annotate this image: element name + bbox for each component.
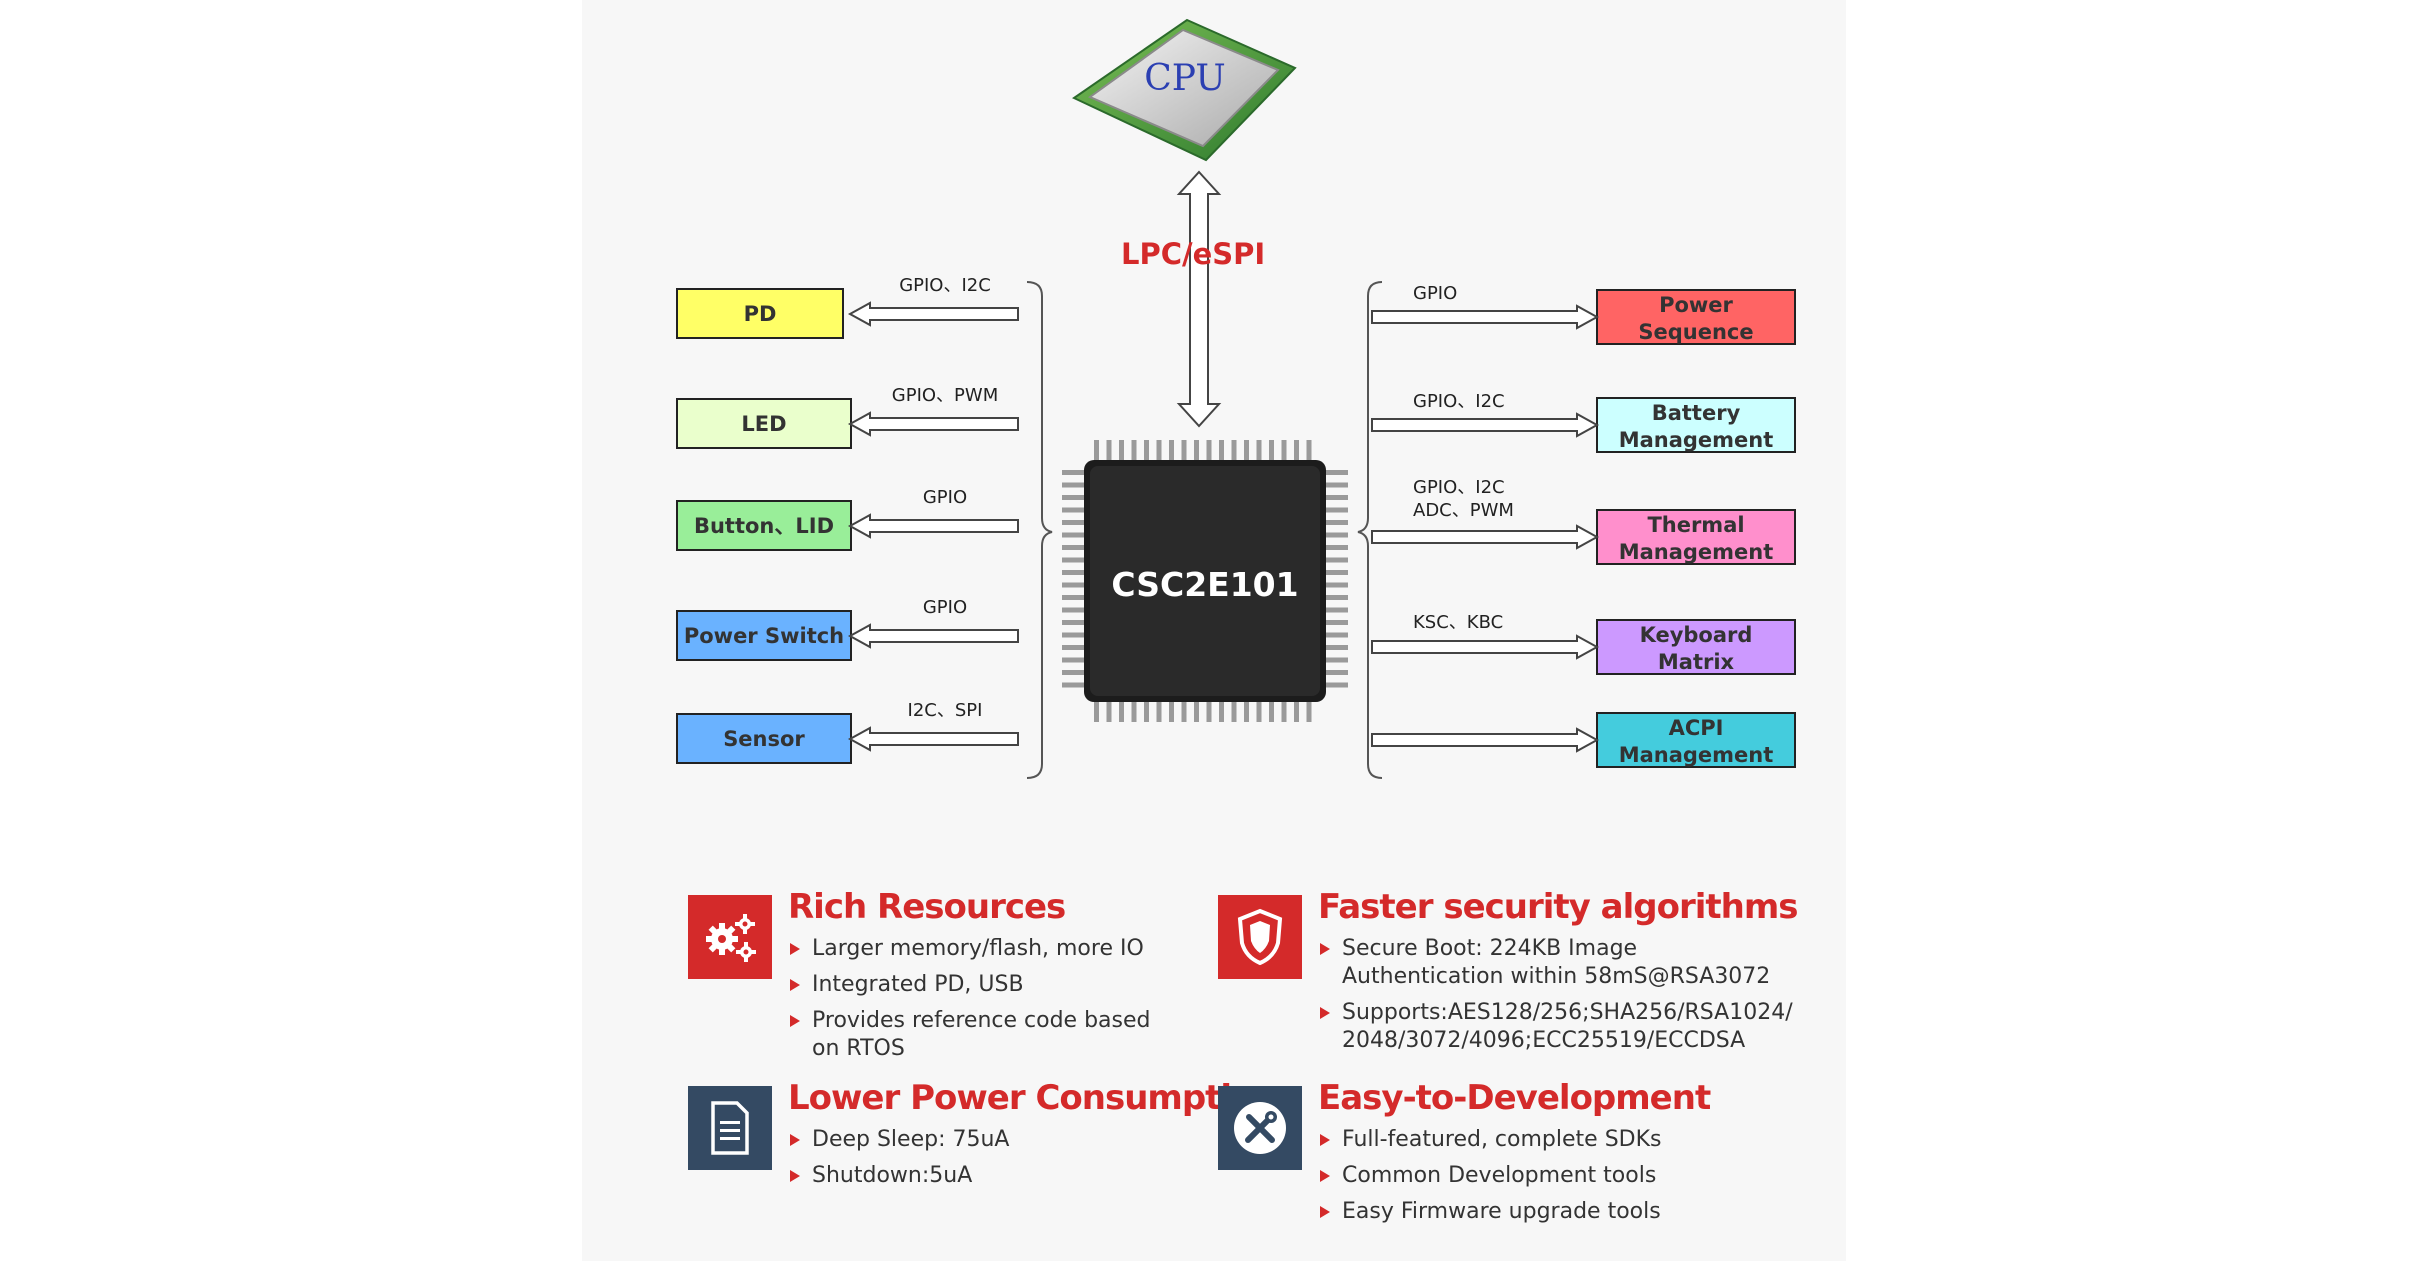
left-block-1: PD GPIO、I2C xyxy=(676,275,1019,339)
block-label: Sensor xyxy=(723,727,805,751)
block-label: Thermal xyxy=(1647,513,1744,537)
interface-label: GPIO、I2C xyxy=(1413,391,1505,412)
tools-icon xyxy=(1218,1086,1302,1170)
interface-arrow xyxy=(847,726,1019,752)
interface-arrow xyxy=(847,513,1019,539)
interface-label: GPIO xyxy=(923,597,967,618)
gears-icon xyxy=(688,895,772,979)
list-item: Integrated PD, USB xyxy=(788,971,1258,999)
block-diagram: CPU LPC/eSPI CSC2E101 PD GPIO、I2C LED GPIO、… xyxy=(676,18,1796,779)
block-label: Button、LID xyxy=(694,514,834,538)
interface-label: GPIO xyxy=(1413,283,1457,304)
interface-label: GPIO、PWM xyxy=(892,385,998,406)
right-bracket xyxy=(1357,281,1383,779)
interface-label: ADC、PWM xyxy=(1413,500,1514,521)
interface-arrow xyxy=(1371,727,1600,753)
block-label: ACPI xyxy=(1669,716,1724,740)
interface-label: GPIO、I2C xyxy=(899,275,991,296)
bus-label: LPC/eSPI xyxy=(1121,237,1265,271)
list-item: Deep Sleep: 75uA xyxy=(788,1126,1258,1154)
interface-arrow xyxy=(847,623,1019,649)
left-block-5: Sensor I2C、SPI xyxy=(676,700,1019,764)
feature-bullets: Larger memory/flash, more IO Integrated … xyxy=(788,935,1258,1071)
feature-title: Easy-to-Development xyxy=(1318,1078,1711,1118)
list-item: Common Development tools xyxy=(1318,1162,1788,1190)
list-item: Secure Boot: 224KB Image Authentication … xyxy=(1318,935,1802,991)
feature-title: Faster security algorithms xyxy=(1318,887,1799,927)
block-label: Power xyxy=(1659,293,1733,317)
list-item: Easy Firmware upgrade tools xyxy=(1318,1198,1788,1226)
left-block-3: Button、LID GPIO xyxy=(676,487,1019,551)
interface-arrow xyxy=(1371,304,1600,330)
feature-title: Rich Resources xyxy=(788,887,1066,927)
block-label: LED xyxy=(741,412,786,436)
bus-arrow xyxy=(1176,170,1222,428)
interface-arrow xyxy=(1371,634,1600,660)
feature-bullets: Secure Boot: 224KB Image Authentication … xyxy=(1318,935,1793,1063)
list-item: Provides reference code based on RTOS xyxy=(788,1007,1172,1063)
shield-icon xyxy=(1218,895,1302,979)
list-item: Full-featured, complete SDKs xyxy=(1318,1126,1788,1154)
list-item: Shutdown:5uA xyxy=(788,1162,1258,1190)
right-block-5: ACPI Management xyxy=(1371,712,1796,768)
left-bracket xyxy=(1026,281,1053,779)
interface-label: GPIO、I2C xyxy=(1413,477,1505,498)
block-label: Keyboard xyxy=(1640,623,1753,647)
list-item: Supports:AES128/256;SHA256/RSA1024/ 2048… xyxy=(1318,999,1802,1055)
interface-label: I2C、SPI xyxy=(908,700,983,721)
block-label: Power Switch xyxy=(684,624,844,648)
block-label: Management xyxy=(1619,540,1774,564)
block-box xyxy=(676,500,852,551)
left-block-4: Power Switch GPIO xyxy=(676,597,1019,661)
feature-bullets: Deep Sleep: 75uA Shutdown:5uA xyxy=(788,1126,1258,1198)
block-label: Management xyxy=(1619,428,1774,452)
document-icon xyxy=(688,1086,772,1170)
interface-arrow xyxy=(847,411,1019,437)
feature-title: Lower Power Consumption xyxy=(788,1078,1278,1118)
interface-arrow xyxy=(1371,412,1600,438)
block-label: Sequence xyxy=(1638,320,1753,344)
chip-label: CSC2E101 xyxy=(1111,565,1298,604)
block-box xyxy=(676,288,844,339)
interface-label: GPIO xyxy=(923,487,967,508)
block-label: Battery xyxy=(1652,401,1741,425)
ec-chip: CSC2E101 xyxy=(1062,440,1348,722)
feature-bullets: Full-featured, complete SDKs Common Deve… xyxy=(1318,1126,1788,1234)
interface-label: KSC、KBC xyxy=(1413,612,1503,633)
cpu-label: CPU xyxy=(1144,58,1225,99)
block-label: Management xyxy=(1619,743,1774,767)
block-box xyxy=(676,610,852,661)
block-box xyxy=(676,398,852,449)
left-peripherals: PDGPIO、I2CLEDGPIO、PWMButton、LIDGPIOPower… xyxy=(676,275,1019,764)
list-item: Larger memory/flash, more IO xyxy=(788,935,1258,963)
block-label: PD xyxy=(744,302,777,326)
block-label: Matrix xyxy=(1658,650,1735,674)
interface-arrow xyxy=(1371,524,1600,550)
interface-arrow xyxy=(847,301,1019,327)
right-peripherals: PowerSequenceGPIOBatteryManagementGPIO、I… xyxy=(1371,283,1796,768)
cpu-chip: CPU xyxy=(1072,18,1297,162)
left-block-2: LED GPIO、PWM xyxy=(676,385,1019,449)
block-box xyxy=(1596,712,1796,768)
